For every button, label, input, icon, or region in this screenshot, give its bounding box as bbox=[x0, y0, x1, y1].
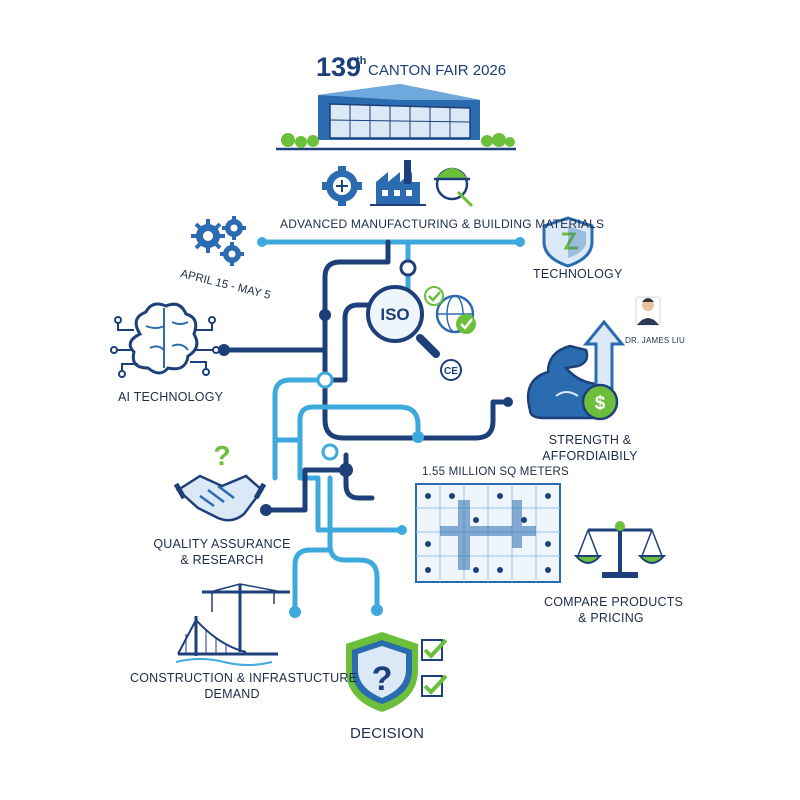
label-strength: STRENGTH & AFFORDIAIBILY bbox=[542, 433, 638, 463]
label-advanced-manufacturing: ADVANCED MANUFACTURING & BUILDING MATERI… bbox=[280, 217, 605, 231]
decision-question-badge: ? bbox=[372, 660, 393, 698]
question-mark-icon: ? bbox=[213, 440, 230, 471]
label-area: 1.55 MILLION SQ METERS bbox=[422, 466, 569, 478]
label-ai-technology: AI TECHNOLOGY bbox=[118, 390, 224, 404]
factory-icon bbox=[370, 160, 426, 206]
gear-icon bbox=[322, 166, 362, 206]
strength-arm-icon: $ bbox=[526, 319, 626, 421]
shield-icon bbox=[542, 216, 594, 268]
event-number-suffix: th bbox=[356, 55, 367, 67]
floor-plan-icon bbox=[415, 483, 561, 583]
label-construction: CONSTRUCTION & INFRASTUCTURE DEMAND bbox=[130, 671, 358, 701]
iso-badge: ISO bbox=[380, 305, 409, 324]
hard-hat-icon bbox=[434, 167, 474, 208]
ce-badge: CE bbox=[444, 366, 458, 377]
connector-quality bbox=[263, 467, 375, 513]
connector-construction bbox=[292, 475, 333, 615]
ce-badge-icon: CE bbox=[440, 359, 462, 381]
question-shield-icon: ? bbox=[346, 632, 448, 712]
label-compare: COMPARE PRODUCTS & PRICING bbox=[544, 595, 684, 625]
connector-lightblue-mid bbox=[272, 377, 328, 481]
label-person: DR. JAMES LIU bbox=[625, 336, 685, 345]
connector-trunk-navy-2 bbox=[322, 312, 511, 441]
connector-lightblue-loop bbox=[297, 404, 421, 443]
label-decision: DECISION bbox=[350, 725, 425, 742]
connector-decision bbox=[327, 507, 380, 613]
event-title: CANTON FAIR 2026 bbox=[368, 62, 507, 79]
label-quality: QUALITY ASSURANCE & RESEARCH bbox=[153, 537, 291, 567]
crane-bridge-icon bbox=[175, 583, 290, 666]
question-badge: ? bbox=[213, 440, 230, 471]
globe-check-icon bbox=[424, 286, 476, 334]
event-number: 139 bbox=[316, 52, 362, 82]
connector-lightblue-down bbox=[272, 437, 321, 481]
gears-icon bbox=[191, 216, 246, 266]
label-technology: TECHNOLOGY bbox=[533, 267, 623, 281]
connector-lightblue-long bbox=[315, 475, 405, 533]
connector-iso-branch bbox=[322, 302, 375, 383]
handshake-icon bbox=[173, 474, 267, 522]
balance-scale-icon bbox=[573, 521, 667, 578]
iso-magnifier-icon: ISO bbox=[366, 285, 440, 358]
exhibition-hall-icon bbox=[276, 84, 516, 151]
avatar-icon bbox=[635, 296, 661, 326]
connector-trunk-navy bbox=[322, 239, 391, 318]
brain-icon bbox=[110, 302, 220, 378]
dollar-badge: $ bbox=[595, 393, 606, 414]
